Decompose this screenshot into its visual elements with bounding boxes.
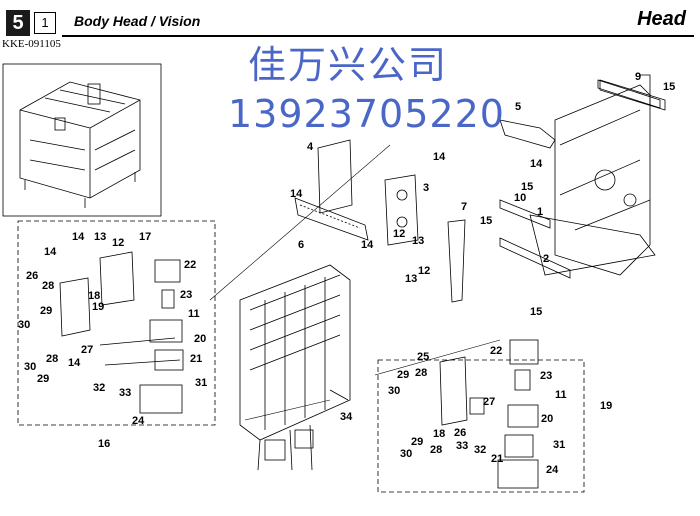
callout-13c: 13 <box>405 273 417 285</box>
callout-2: 2 <box>543 253 549 265</box>
callout-28: 28 <box>42 280 54 292</box>
callout-9: 9 <box>635 71 641 83</box>
document-id: KKE-091105 <box>2 38 61 50</box>
callout-31: 31 <box>195 377 207 389</box>
callout-14d: 14 <box>290 188 303 200</box>
callout-27b: 27 <box>483 396 495 408</box>
callout-25: 25 <box>417 351 429 363</box>
screw-34 <box>329 389 349 401</box>
callout-12c: 12 <box>418 265 430 277</box>
assembly-group-16-box <box>17 220 216 426</box>
category-title: Head <box>637 8 686 30</box>
callout-5: 5 <box>515 101 521 113</box>
callout-1: 1 <box>537 206 543 218</box>
page-title: Body Head / Vision <box>74 13 201 29</box>
callout-14g: 14 <box>361 239 374 251</box>
bracket-5 <box>499 119 556 149</box>
header-rule <box>62 35 694 37</box>
section-number-badge: 5 <box>6 10 30 36</box>
callout-21b: 21 <box>491 453 503 465</box>
callout-30b: 30 <box>24 361 36 373</box>
callout-28b: 28 <box>46 353 58 365</box>
callout-6: 6 <box>298 239 304 251</box>
head-frame <box>529 74 666 276</box>
callout-7: 7 <box>461 201 467 213</box>
callout-10: 10 <box>514 192 526 204</box>
callout-26b: 26 <box>454 427 466 439</box>
callout-14e: 14 <box>433 151 446 163</box>
callout-13: 13 <box>94 231 106 243</box>
bar-9 <box>597 79 661 109</box>
callout-29b: 29 <box>37 373 49 385</box>
callout-18: 18 <box>88 290 100 302</box>
callout-14f: 14 <box>530 158 543 170</box>
callout-27: 27 <box>81 344 93 356</box>
callout-22: 22 <box>184 259 196 271</box>
watermark-phone: 13923705220 <box>228 92 505 136</box>
callout-29d: 29 <box>411 436 423 448</box>
page-header: 5 1 Body Head / Vision Head <box>0 0 700 37</box>
group-16-parts <box>59 251 184 414</box>
callout-24: 24 <box>132 415 145 427</box>
callout-33: 33 <box>119 387 131 399</box>
callout-20b: 20 <box>541 413 553 425</box>
callout-20: 20 <box>194 333 206 345</box>
callout-17: 17 <box>139 231 151 243</box>
callout-26: 26 <box>26 270 38 282</box>
rail-2 <box>499 237 571 279</box>
callout-29c: 29 <box>397 369 409 381</box>
callout-19b: 19 <box>92 301 104 313</box>
valve-block-assembly <box>239 264 351 471</box>
callout-30: 30 <box>18 319 30 331</box>
plate-7 <box>447 219 466 303</box>
callout-28c: 28 <box>415 367 427 379</box>
rail-1 <box>499 199 551 229</box>
assembly-group-19-box <box>377 359 585 493</box>
callout-29: 29 <box>40 305 52 317</box>
callout-33b: 33 <box>456 440 468 452</box>
callout-32b: 32 <box>474 444 486 456</box>
callout-4: 4 <box>307 141 314 153</box>
callout-18b: 18 <box>433 428 445 440</box>
machine-overview-inset <box>2 63 162 217</box>
callout-3: 3 <box>423 182 429 194</box>
callout-12: 12 <box>112 237 124 249</box>
callout-15b: 15 <box>521 181 533 193</box>
callout-23b: 23 <box>540 370 552 382</box>
callout-19: 19 <box>600 400 612 412</box>
callout-32: 32 <box>93 382 105 394</box>
callout-21: 21 <box>190 353 202 365</box>
watermark-company: 佳万兴公司 <box>248 43 449 87</box>
callout-15d: 15 <box>530 306 542 318</box>
callout-16: 16 <box>98 438 110 450</box>
callout-14b: 14 <box>44 246 57 258</box>
callout-23: 23 <box>180 289 192 301</box>
bracket-3 <box>384 174 419 246</box>
page-number-box: 1 <box>34 12 56 34</box>
callout-15a: 15 <box>663 81 675 93</box>
plate-4 <box>317 139 353 214</box>
group-19-parts <box>439 339 539 489</box>
callout-11b: 11 <box>555 389 567 401</box>
callout-15c: 15 <box>480 215 492 227</box>
callout-28d: 28 <box>430 444 442 456</box>
callout-13b: 13 <box>412 235 424 247</box>
callout-30d: 30 <box>400 448 412 460</box>
callout-31b: 31 <box>553 439 565 451</box>
machine-overview-illustration <box>19 81 141 208</box>
callout-14c: 14 <box>68 357 81 369</box>
callout-14a: 14 <box>72 231 85 243</box>
callout-24b: 24 <box>546 464 559 476</box>
plate-6 <box>294 197 369 241</box>
callout-12b: 12 <box>393 228 405 240</box>
callout-34: 34 <box>340 411 353 423</box>
callout-30c: 30 <box>388 385 400 397</box>
callout-22b: 22 <box>490 345 502 357</box>
callout-11: 11 <box>188 308 200 320</box>
